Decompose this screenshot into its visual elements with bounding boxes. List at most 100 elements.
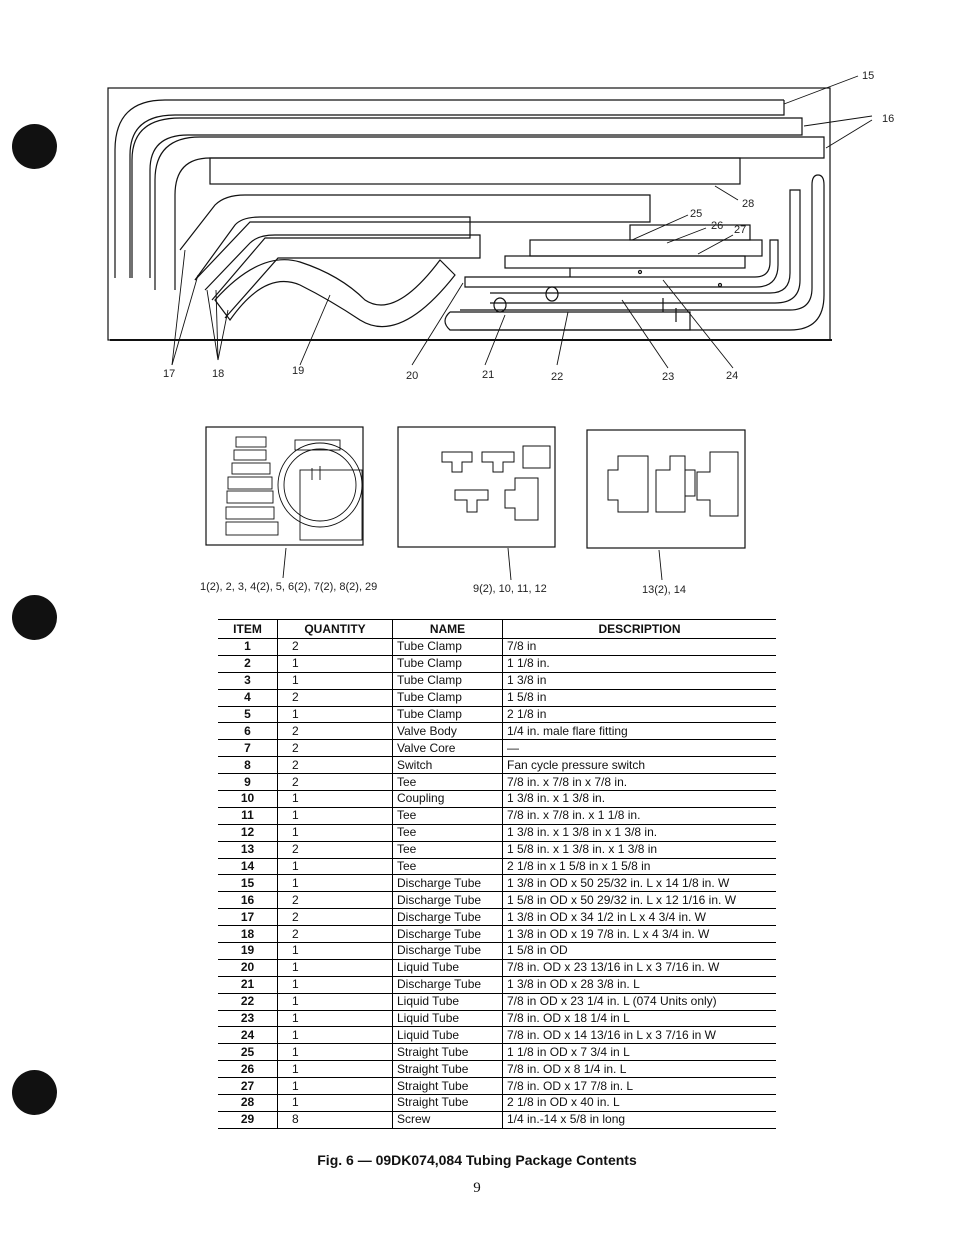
cell-quantity: 2 [277,756,393,775]
cell-description: 1 1/8 in OD x 7 3/4 in L [502,1043,776,1062]
cell-item: 27 [218,1077,278,1096]
cell-description: 7/8 in. OD x 8 1/4 in. L [502,1060,776,1079]
cell-description: 1/4 in.-14 x 5/8 in long [502,1111,776,1129]
cell-description: 1 3/8 in OD x 28 3/8 in. L [502,976,776,994]
cell-name: Valve Core [392,739,503,758]
cell-item: 23 [218,1010,278,1028]
discharge-tube-18a [194,216,471,301]
column-header-item: ITEM [218,619,278,639]
cell-quantity: 1 [277,1010,393,1028]
cell-quantity: 8 [277,1111,393,1129]
cell-item: 11 [218,807,278,825]
cell-item: 19 [218,942,278,960]
figure-caption: Fig. 6 — 09DK074,084 Tubing Package Cont… [317,1152,637,1168]
cell-description: 1 3/8 in [502,672,776,690]
table-header-row: ITEM QUANTITY NAME DESCRIPTION [218,619,776,639]
cell-item: 12 [218,824,278,842]
callout-24: 24 [726,370,738,382]
discharge-tube-21 [444,311,691,331]
cell-name: Discharge Tube [392,874,503,893]
page-number: 9 [473,1180,481,1196]
cell-name: Discharge Tube [392,942,503,960]
cell-quantity: 2 [277,722,393,741]
cell-item: 15 [218,874,278,893]
cell-name: Coupling [392,790,503,808]
discharge-tube-19 [214,259,456,328]
cell-name: Switch [392,756,503,775]
cell-description: 7/8 in. OD x 18 1/4 in L [502,1010,776,1028]
cell-item: 25 [218,1043,278,1062]
cell-description: 1 3/8 in. x 1 3/8 in. [502,790,776,808]
cell-quantity: 1 [277,706,393,724]
cell-description: Fan cycle pressure switch [502,756,776,775]
cell-name: Tube Clamp [392,655,503,673]
discharge-tube-15 [114,99,785,278]
cell-quantity: 1 [277,993,393,1011]
cell-description: 1 3/8 in OD x 34 1/2 in L x 4 3/4 in. W [502,908,776,927]
cell-item: 18 [218,925,278,944]
cell-description: 7/8 in. x 7/8 in x 7/8 in. [502,773,776,792]
callout-19: 19 [292,365,304,377]
cell-item: 20 [218,959,278,977]
cell-item: 4 [218,689,278,707]
cell-item: 10 [218,790,278,808]
cell-quantity: 1 [277,1060,393,1079]
cell-name: Liquid Tube [392,1010,503,1028]
cell-name: Tube Clamp [392,706,503,724]
callout-27: 27 [734,224,746,236]
tee-kit-box [397,426,556,548]
cell-name: Tee [392,773,503,792]
straight-tube-28 [209,157,741,185]
cell-quantity: 2 [277,773,393,792]
cell-quantity: 1 [277,942,393,960]
cell-item: 21 [218,976,278,994]
cell-quantity: 1 [277,1077,393,1096]
cell-description: 2 1/8 in OD x 40 in. L [502,1094,776,1112]
cell-description: 7/8 in. x 7/8 in. x 1 1/8 in. [502,807,776,825]
discharge-tube-16b [154,136,825,290]
cell-name: Tee [392,858,503,876]
cell-name: Liquid Tube [392,1026,503,1045]
cell-quantity: 1 [277,1094,393,1112]
cell-name: Straight Tube [392,1043,503,1062]
cell-description: 1 3/8 in. x 1 3/8 in x 1 3/8 in. [502,824,776,842]
liquid-tube-20 [464,239,779,288]
cell-description: 1 3/8 in OD x 19 7/8 in. L x 4 3/4 in. W [502,925,776,944]
callout-26: 26 [711,220,723,232]
cell-name: Screw [392,1111,503,1129]
cell-quantity: 1 [277,874,393,893]
cell-item: 8 [218,756,278,775]
cell-item: 5 [218,706,278,724]
cell-item: 1 [218,638,278,656]
cell-quantity: 1 [277,672,393,690]
discharge-tube-18b [204,234,481,319]
cell-description: 7/8 in. OD x 14 13/16 in L x 3 7/16 in W [502,1026,776,1045]
cell-item: 28 [218,1094,278,1112]
column-header-name: NAME [392,619,503,639]
cell-description: — [502,739,776,758]
column-header-quantity: QUANTITY [277,619,393,639]
cell-name: Liquid Tube [392,993,503,1011]
cell-description: 1 5/8 in OD x 50 29/32 in. L x 12 1/16 i… [502,891,776,910]
discharge-tube-16a [131,117,803,278]
binder-hole-bottom [12,1070,57,1115]
clamp-kit-caption: 1(2), 2, 3, 4(2), 5, 6(2), 7(2), 8(2), 2… [200,581,378,593]
large-tee-kit-box [586,429,746,549]
callout-25: 25 [690,208,702,220]
callout-23: 23 [662,371,674,383]
cell-quantity: 1 [277,959,393,977]
cell-item: 14 [218,858,278,876]
cell-quantity: 1 [277,824,393,842]
cell-description: 2 1/8 in [502,706,776,724]
